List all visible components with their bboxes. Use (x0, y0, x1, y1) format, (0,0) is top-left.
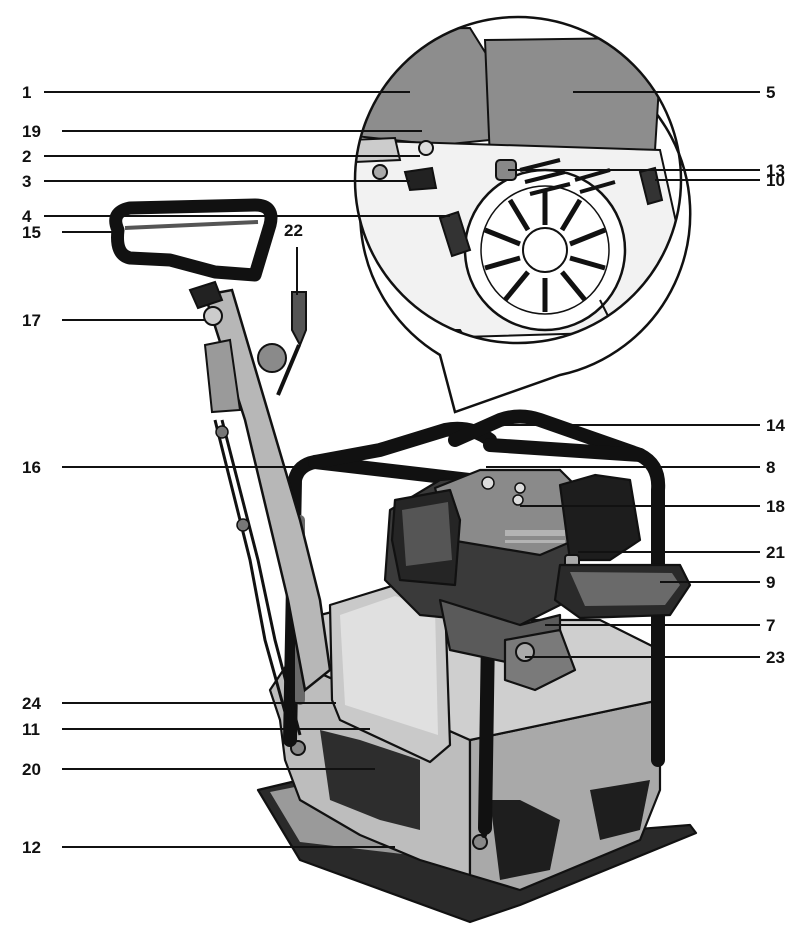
callout-23: 23 (766, 648, 785, 667)
protective-frame (283, 409, 666, 835)
callout-3: 3 (22, 172, 31, 191)
callout-14: 14 (766, 416, 785, 435)
callout-15: 15 (22, 223, 41, 242)
callout-22: 22 (284, 221, 303, 240)
callout-16: 16 (22, 458, 41, 477)
callout-2: 2 (22, 147, 31, 166)
callout-8: 8 (766, 458, 775, 477)
callout-19: 19 (22, 122, 41, 141)
callout-12: 12 (22, 838, 41, 857)
engine-detail-magnifier (353, 15, 692, 414)
callout-11: 11 (22, 720, 40, 739)
clutch-area (503, 628, 577, 692)
callout-13: 13 (766, 161, 785, 180)
callout-numbers: 1 19 2 3 4 15 22 17 16 24 11 20 12 5 13 … (22, 83, 785, 857)
guide-handle (109, 198, 332, 736)
lifting-handle (553, 563, 692, 620)
callout-1: 1 (22, 83, 31, 102)
callout-10: 10 (766, 171, 785, 190)
callout-4: 4 (22, 207, 32, 226)
callout-7: 7 (766, 616, 775, 635)
callout-5: 5 (766, 83, 775, 102)
callout-leaders (44, 91, 760, 848)
compactor-body (268, 598, 662, 892)
callout-18: 18 (766, 497, 785, 516)
callout-21: 21 (766, 543, 785, 562)
callout-17: 17 (22, 311, 41, 330)
callout-24: 24 (22, 694, 41, 713)
callout-9: 9 (766, 573, 775, 592)
engine (383, 468, 642, 667)
callout-20: 20 (22, 760, 41, 779)
